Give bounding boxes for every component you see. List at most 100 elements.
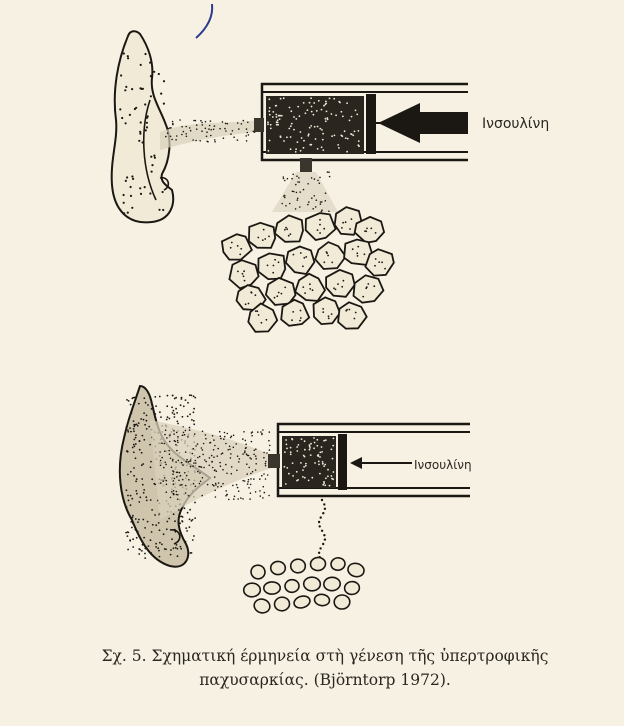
stipple-dot [144, 424, 146, 426]
stipple-dot [133, 475, 135, 477]
cell-dot [328, 315, 330, 317]
drip-dot [319, 547, 321, 549]
content-speck [317, 126, 319, 128]
stipple-dot [212, 467, 214, 469]
stipple-dot [255, 458, 257, 460]
content-speck [314, 442, 316, 444]
cell-dot [230, 247, 232, 249]
stipple-dot [167, 132, 169, 134]
stipple-dot [151, 509, 153, 511]
content-speck [296, 471, 298, 473]
content-speck [298, 444, 300, 446]
content-speck [291, 123, 293, 125]
content-speck [302, 469, 304, 471]
cell-dot [349, 228, 351, 230]
content-speck [344, 130, 346, 132]
stipple-dot [325, 200, 327, 202]
stipple-dot [186, 530, 188, 532]
content-speck [309, 449, 311, 451]
cell-dot [284, 287, 286, 289]
stipple-dot [180, 546, 182, 548]
stipple-dot [161, 457, 163, 459]
stipple-dot [176, 494, 178, 496]
stipple-dot [230, 133, 232, 135]
stipple-dot [149, 192, 151, 194]
stipple-dot [224, 128, 226, 130]
stipple-dot [220, 465, 222, 467]
content-speck [340, 135, 342, 137]
stipple-dot [299, 191, 301, 193]
content-speck [296, 446, 298, 448]
stipple-dot [126, 426, 128, 428]
content-speck [284, 451, 286, 453]
stipple-dot [155, 524, 157, 526]
stipple-dot [138, 140, 140, 142]
stipple-dot [201, 495, 203, 497]
stipple-dot [125, 180, 127, 182]
stipple-dot [206, 136, 208, 138]
stipple-dot [177, 423, 179, 425]
cell-dot [326, 252, 328, 254]
stipple-dot [220, 435, 222, 437]
content-speck [267, 121, 269, 123]
stipple-dot [138, 501, 140, 503]
stipple-dot [160, 465, 162, 467]
content-speck [313, 114, 315, 116]
small-fat-cell [310, 557, 326, 572]
stipple-dot [285, 205, 287, 207]
content-speck [291, 438, 293, 440]
stipple-dot [268, 440, 270, 442]
stipple-dot [213, 449, 215, 451]
stipple-dot [171, 466, 173, 468]
stipple-dot [151, 171, 153, 173]
stipple-dot [125, 122, 127, 124]
stipple-dot [242, 453, 244, 455]
content-speck [313, 447, 315, 449]
stipple-dot [142, 519, 144, 521]
stipple-dot [181, 126, 183, 128]
content-speck [350, 133, 352, 135]
content-speck [286, 448, 288, 450]
stipple-dot [173, 471, 175, 473]
cell-dot [352, 248, 354, 250]
stipple-dot [184, 472, 186, 474]
stipple-dot [281, 203, 283, 205]
stipple-dot [265, 463, 267, 465]
content-speck [283, 97, 285, 99]
stipple-dot [150, 552, 152, 554]
stipple-dot [187, 415, 189, 417]
stipple-dot [126, 506, 128, 508]
drip-dot [320, 516, 322, 518]
stipple-dot [231, 473, 233, 475]
stipple-dot [249, 457, 251, 459]
stipple-dot [236, 484, 238, 486]
stipple-dot [154, 396, 156, 398]
stipple-dot [233, 498, 235, 500]
stipple-dot [199, 466, 201, 468]
content-speck [310, 97, 312, 99]
content-speck [331, 449, 333, 451]
stipple-dot [231, 466, 233, 468]
stipple-dot [202, 449, 204, 451]
stipple-dot [265, 461, 267, 463]
stipple-dot [151, 478, 153, 480]
stipple-dot [154, 413, 156, 415]
stipple-dot [191, 395, 193, 397]
stipple-dot [133, 420, 135, 422]
content-speck [333, 471, 335, 473]
stipple-dot [160, 416, 162, 418]
cell-dot [243, 270, 245, 272]
stipple-dot [136, 493, 138, 495]
cell-dot [264, 238, 266, 240]
content-speck [323, 105, 325, 107]
stipple-dot [247, 455, 249, 457]
stipple-dot [143, 544, 145, 546]
stipple-dot [150, 539, 152, 541]
stipple-dot [243, 120, 245, 122]
cell-dot [290, 233, 292, 235]
small-fat-cell [323, 577, 340, 592]
caption-line-1: Σχ. 5. Σχηματική έρμηνεία στὴ γένεση τῆς… [30, 644, 620, 668]
stipple-dot [181, 516, 183, 518]
stipple-dot [217, 448, 219, 450]
stipple-dot [255, 491, 257, 493]
